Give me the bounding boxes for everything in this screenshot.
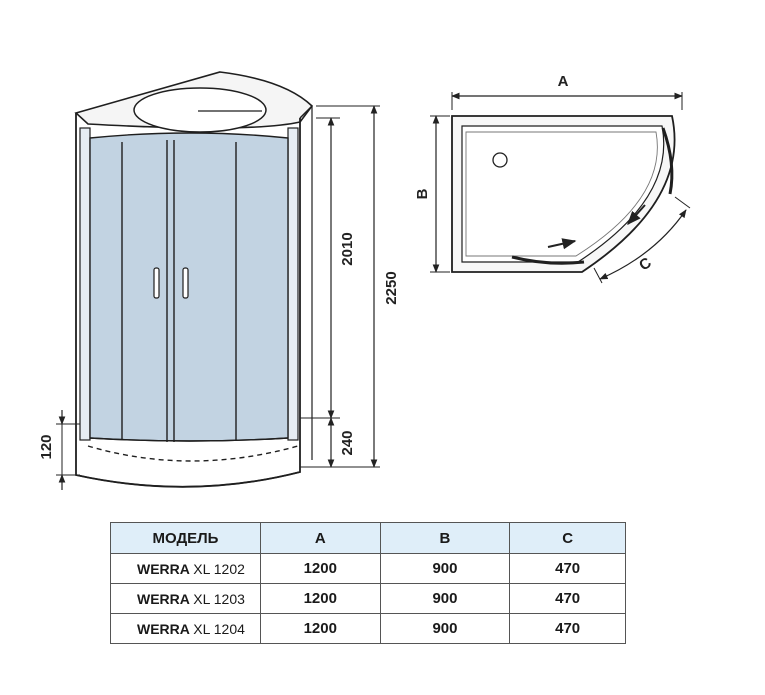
door-handle-left [153, 267, 160, 299]
header-model: МОДЕЛЬ [110, 522, 261, 554]
header-b: B [379, 522, 511, 554]
dim-b: B [414, 188, 431, 199]
cell-b: 900 [379, 583, 511, 614]
height-dimensions: 2250 2010 240 120 [38, 105, 400, 490]
shower-cabin-drawing: 2250 2010 240 120 A B C [38, 71, 691, 490]
plan-view: A B C [414, 73, 691, 284]
dim-240: 240 [339, 430, 356, 455]
glass-door [89, 132, 289, 442]
spec-table: МОДЕЛЬ A B C WERRA XL 1202 1200 900 470 … [110, 522, 626, 644]
header-a: A [259, 522, 381, 554]
door-handle-right [182, 267, 189, 299]
header-c: C [509, 522, 626, 554]
drain [492, 152, 508, 168]
dim-a: A [558, 73, 569, 90]
cell-b: 900 [379, 553, 511, 584]
cell-c: 470 [509, 553, 626, 584]
table-row: WERRA XL 1202 1200 900 470 [110, 553, 626, 584]
model-name: WERRA XL 1202 [110, 553, 261, 584]
front-elevation [74, 71, 314, 488]
cell-c: 470 [509, 583, 626, 614]
cell-b: 900 [379, 613, 511, 644]
cell-a: 1200 [259, 613, 381, 644]
model-name: WERRA XL 1204 [110, 613, 261, 644]
dim-2010: 2010 [339, 232, 356, 265]
dim-2250: 2250 [383, 271, 400, 304]
model-name: WERRA XL 1203 [110, 583, 261, 614]
dim-120: 120 [38, 434, 55, 459]
table-header-row: МОДЕЛЬ A B C [110, 522, 626, 554]
table-row: WERRA XL 1203 1200 900 470 [110, 583, 626, 614]
cell-c: 470 [509, 613, 626, 644]
cell-a: 1200 [259, 553, 381, 584]
cell-a: 1200 [259, 583, 381, 614]
table-row: WERRA XL 1204 1200 900 470 [110, 613, 626, 644]
